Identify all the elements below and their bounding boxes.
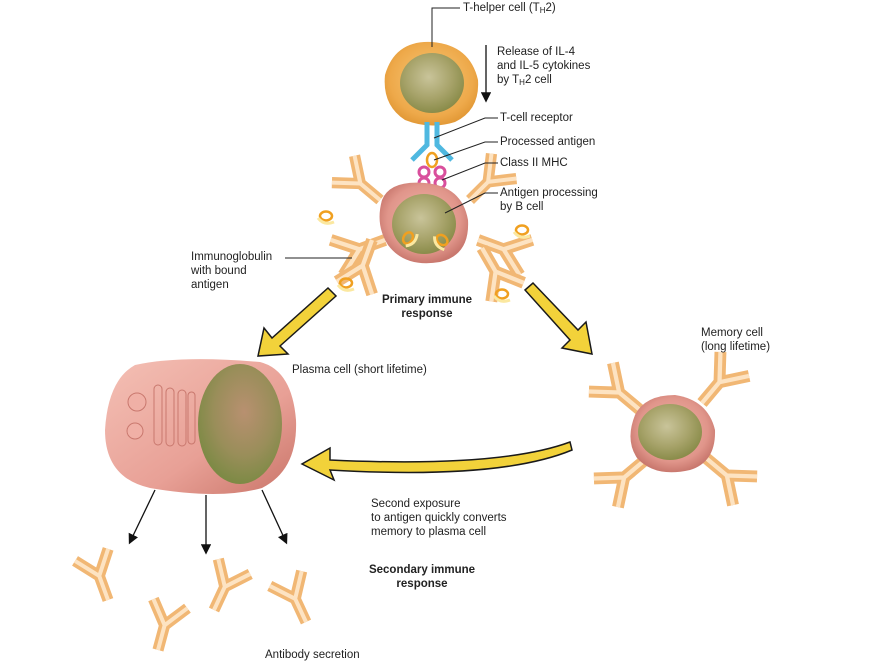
secreted-antibodies bbox=[75, 549, 322, 655]
arrow-to-memory-cell bbox=[523, 281, 593, 355]
arrow-memory-to-plasma bbox=[300, 441, 573, 482]
b-cell bbox=[379, 182, 469, 264]
arrow-to-plasma-cell bbox=[257, 286, 338, 357]
t-helper-cell bbox=[384, 41, 479, 126]
rough-er bbox=[153, 384, 196, 447]
memory-cell-nucleus bbox=[638, 404, 702, 460]
label-immunoglobulin: Immunoglobulin with bound antigen bbox=[191, 251, 273, 291]
label-secondary-immune-response: Secondary immune response bbox=[368, 564, 476, 590]
label-t-helper-cell: T-helper cell (TH2) bbox=[463, 2, 556, 15]
t-cell-receptor bbox=[410, 122, 454, 162]
label-second-exposure: Second exposure to antigen quickly conve… bbox=[371, 498, 507, 538]
vesicle bbox=[127, 392, 147, 412]
plasma-cell bbox=[105, 359, 297, 494]
secretion-arrows bbox=[128, 489, 288, 555]
label-cytokine-release: Release of IL-4 and IL-5 cytokines by TH… bbox=[497, 46, 591, 87]
leader-lines bbox=[285, 7, 498, 259]
label-memory-cell: Memory cell (long lifetime) bbox=[701, 327, 771, 353]
label-primary-immune-response: Primary immune response bbox=[381, 294, 473, 320]
label-t-cell-receptor: T-cell receptor bbox=[500, 112, 573, 124]
t-helper-nucleus bbox=[400, 53, 464, 113]
label-processed-antigen: Processed antigen bbox=[500, 136, 596, 148]
plasma-cell-nucleus bbox=[198, 364, 282, 484]
label-plasma-cell: Plasma cell (short lifetime) bbox=[292, 364, 427, 376]
label-antigen-processing: Antigen processing by B cell bbox=[500, 187, 598, 213]
label-class-ii-mhc: Class II MHC bbox=[500, 157, 568, 169]
b-cell-nucleus bbox=[392, 194, 456, 254]
processed-antigen bbox=[425, 151, 439, 169]
label-antibody-secretion: Antibody secretion bbox=[265, 649, 360, 661]
vesicle bbox=[126, 422, 144, 440]
memory-cell bbox=[630, 395, 716, 473]
